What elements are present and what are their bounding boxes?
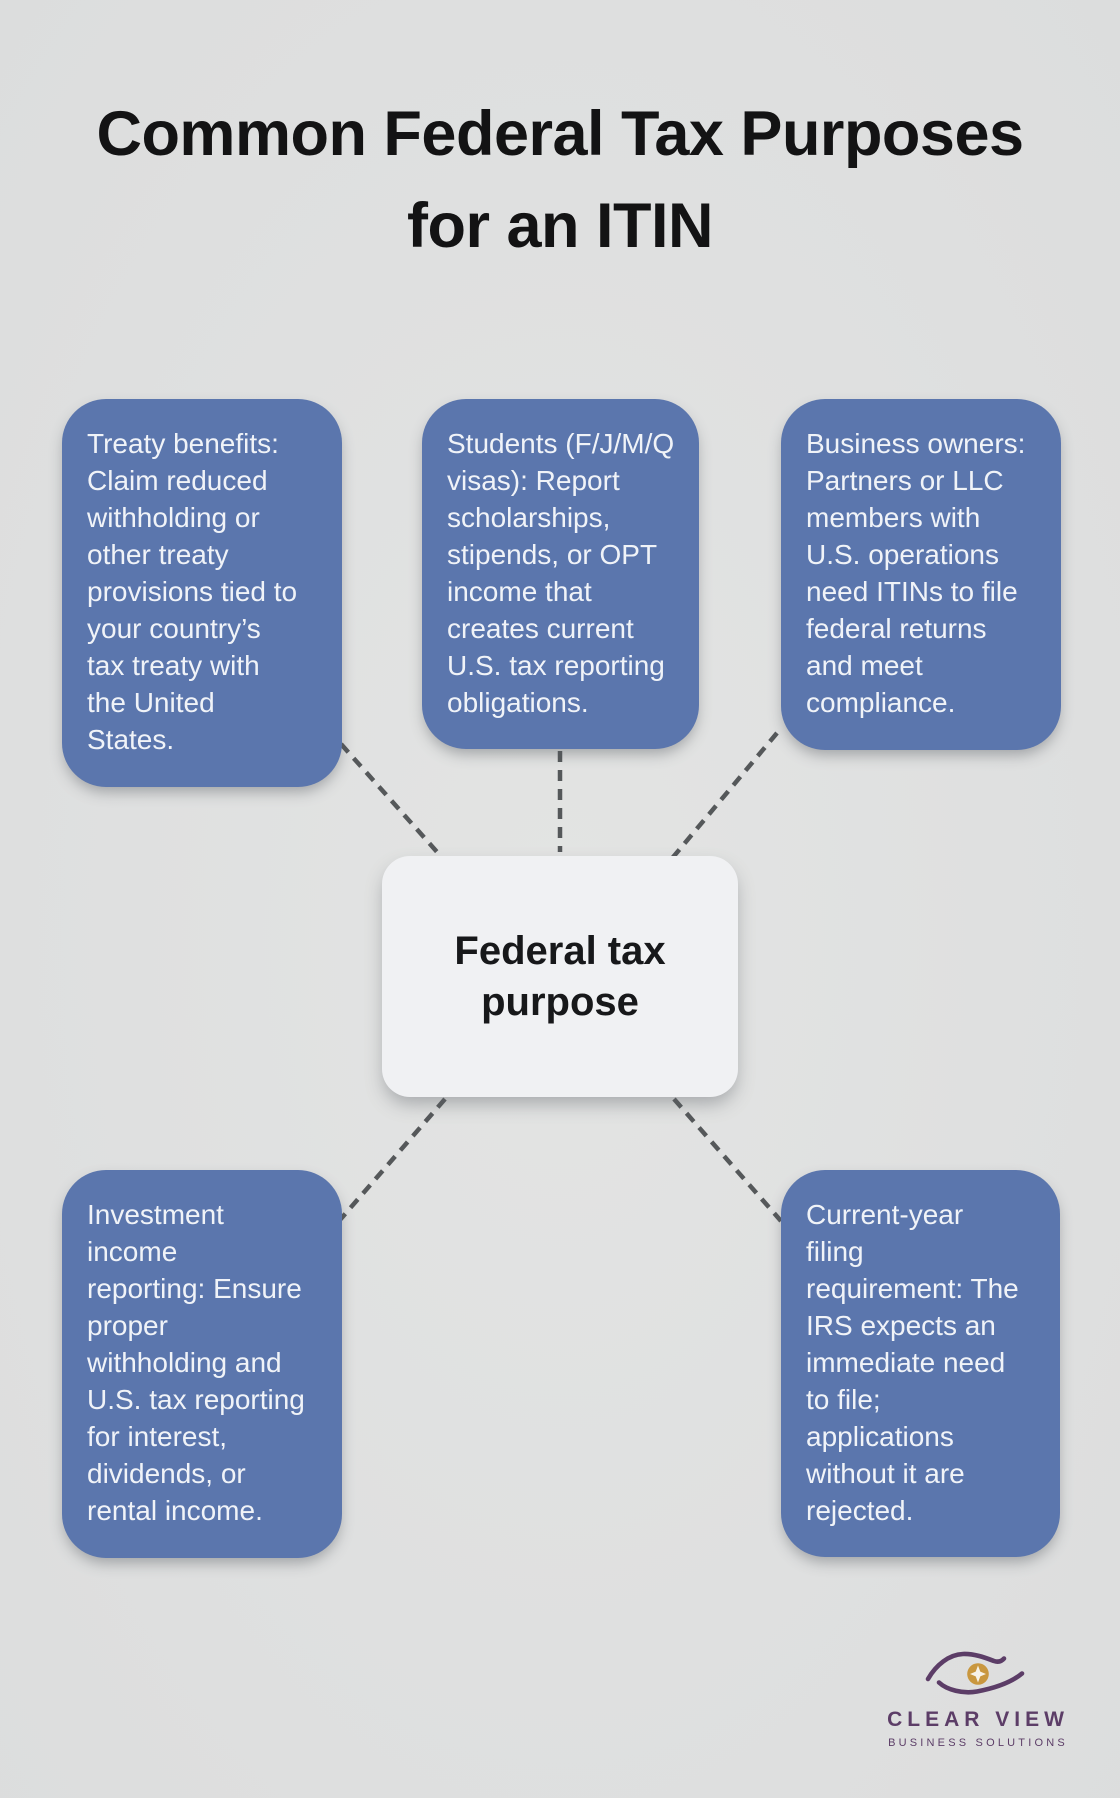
brand-tagline: BUSINESS SOLUTIONS — [888, 1737, 1068, 1749]
brand-name: CLEAR VIEW — [887, 1708, 1069, 1731]
connector-line — [339, 742, 448, 864]
eye-sparkle-icon — [925, 1651, 1025, 1695]
connector-line — [337, 1097, 447, 1223]
connector-line — [667, 731, 779, 864]
connector-line — [672, 1097, 783, 1223]
brand-logo: CLEAR VIEW BUSINESS SOLUTIONS — [828, 1644, 1120, 1754]
